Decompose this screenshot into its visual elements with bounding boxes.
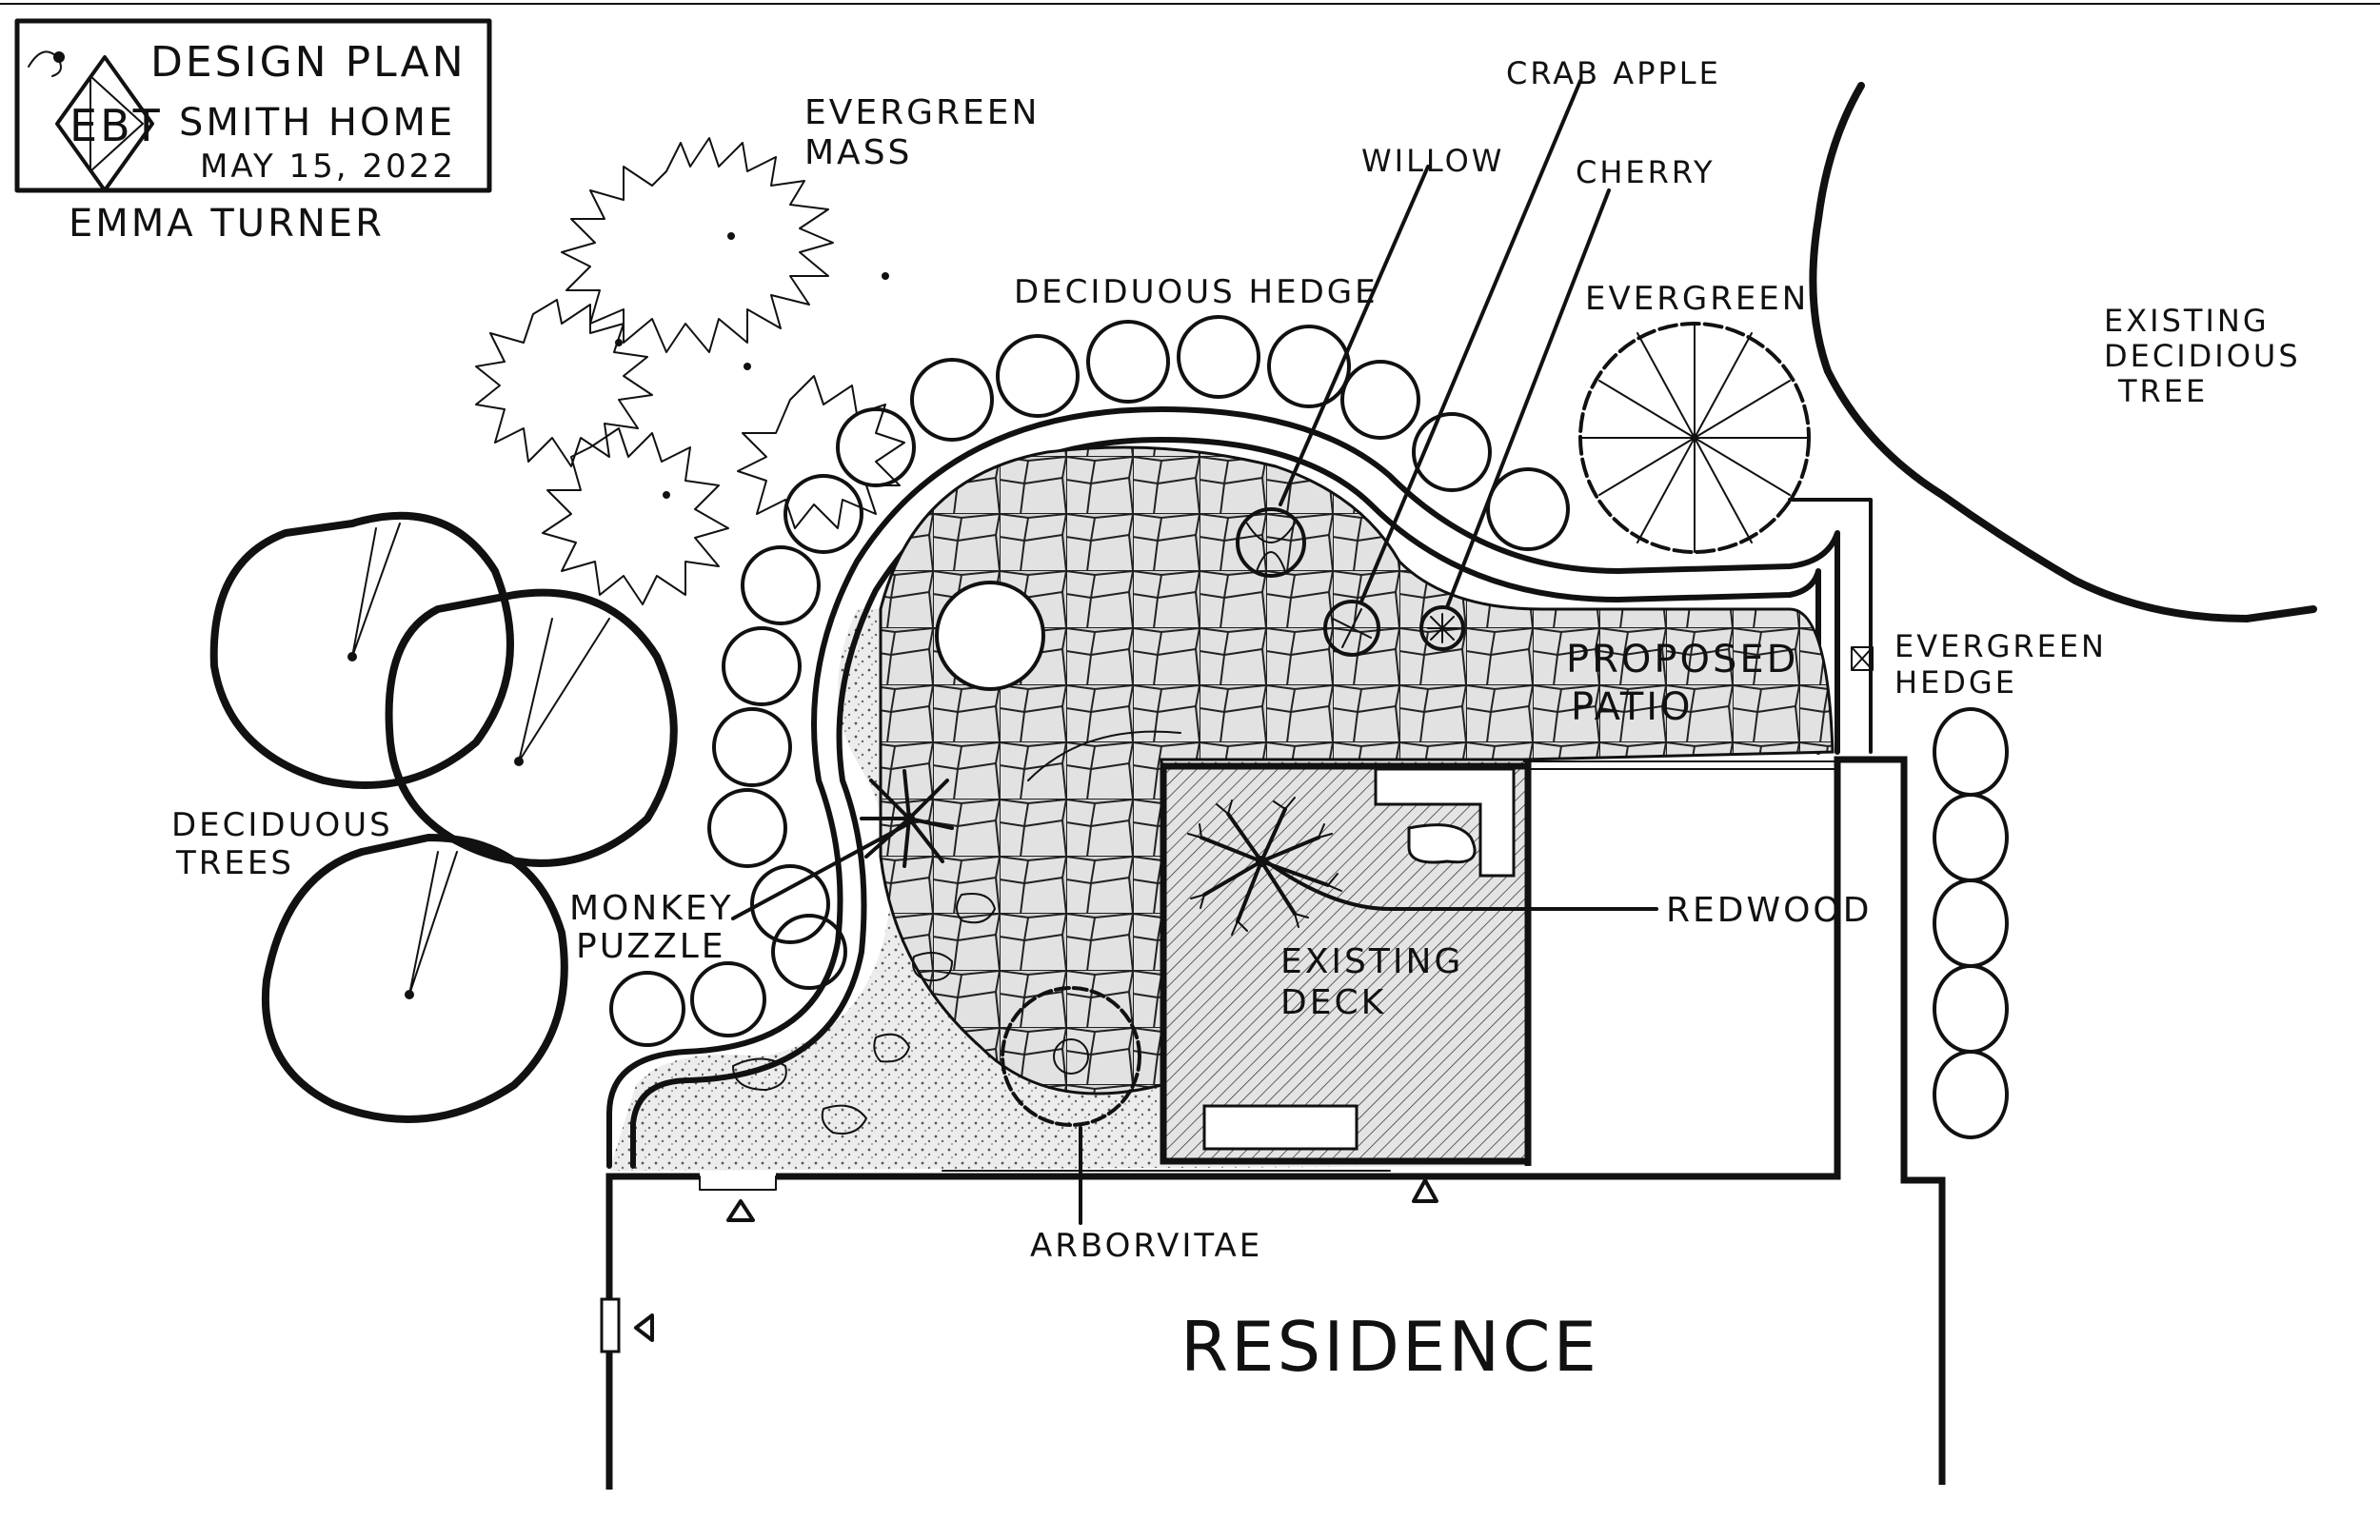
arborvitae-tree — [1001, 986, 1141, 1127]
redwood-label: REDWOOD — [1666, 891, 1872, 930]
existing-deck-label-line2: DECK — [1280, 983, 1386, 1022]
deck-planter — [1407, 823, 1477, 864]
residence-label: RESIDENCE — [1180, 1307, 1599, 1387]
evergreen-label: EVERGREEN — [1585, 280, 1809, 318]
proposed-patio-label-line2: PATIO — [1571, 685, 1694, 729]
plan-date: MAY 15, 2022 — [200, 148, 456, 186]
monkey-puzzle-label-line2: PUZZLE — [576, 927, 726, 966]
existing-deck: EXISTING DECK — [1160, 762, 1532, 1165]
cherry-leader — [1445, 188, 1611, 609]
project-name: SMITH HOME — [179, 101, 455, 145]
deck-bench — [1374, 767, 1516, 878]
deck-table — [1202, 1104, 1359, 1151]
entry-marker-3 — [634, 1313, 654, 1342]
title-block-border — [14, 18, 492, 193]
patio-fire-pit — [935, 581, 1045, 691]
gate-marker — [1851, 646, 1874, 671]
monkey-puzzle-tree — [860, 769, 954, 868]
title-block: EBT DESIGN PLAN SMITH HOME MAY 15, 2022 — [14, 18, 492, 193]
path-edge-outer — [606, 406, 1840, 1169]
evergreen-mass-shrub-right — [737, 375, 905, 529]
monkey-puzzle-leader — [731, 821, 911, 920]
willow-label: WILLOW — [1361, 143, 1504, 179]
monkey-puzzle-label-line1: MONKEY — [569, 889, 734, 928]
deciduous-tree-3 — [261, 834, 568, 1123]
cherry-label: CHERRY — [1576, 154, 1716, 190]
evergreen-mass-shrub-lower — [542, 427, 729, 605]
willow-tree — [1236, 507, 1306, 578]
redwood-leader — [1264, 859, 1658, 911]
window-left — [699, 1175, 777, 1191]
proposed-patio — [879, 445, 1835, 1096]
stepping-stones — [732, 893, 996, 1135]
evergreen-mass-shrub-left — [475, 299, 653, 467]
deciduous-hedge-label: DECIDUOUS HEDGE — [1014, 273, 1378, 311]
plan-title: DESIGN PLAN — [150, 38, 466, 87]
window-upper — [1522, 760, 1838, 770]
designer-name: EMMA TURNER — [69, 202, 385, 246]
crab-apple-tree — [1323, 600, 1380, 657]
existing-tree-label-line3: TREE — [2117, 373, 2208, 409]
evergreen-mass-label-line1: EVERGREEN — [804, 93, 1040, 132]
evergreen-hedge — [1933, 707, 2009, 1139]
evergreen-hedge-label-line1: EVERGREEN — [1894, 628, 2107, 664]
deciduous-tree-1 — [209, 511, 514, 789]
evergreen-mass-label-line2: MASS — [804, 133, 912, 172]
evergreen-tree — [1578, 322, 1811, 554]
designer-logo: EBT — [28, 50, 163, 192]
redwood-tree-symbol — [1187, 797, 1342, 936]
existing-tree-label-line2: DECIDIOUS — [2104, 338, 2301, 374]
proposed-patio-label-line1: PROPOSED — [1566, 638, 1798, 681]
evergreen-mass-shrub-top — [561, 137, 834, 353]
deciduous-trees-label-line2: TREES — [175, 844, 294, 882]
entry-marker-1 — [726, 1199, 755, 1222]
arborvitae-label: ARBORVITAE — [1030, 1227, 1262, 1265]
logo-monogram: EBT — [69, 100, 163, 151]
existing-tree-canopy-edge — [1809, 82, 2317, 622]
willow-leader — [1279, 165, 1430, 506]
cherry-tree — [1419, 605, 1465, 651]
existing-deck-label-line1: EXISTING — [1280, 942, 1463, 981]
evergreen-hedge-label-line2: HEDGE — [1894, 664, 2017, 701]
entry-marker-2 — [1412, 1178, 1438, 1203]
deciduous-tree-2 — [385, 588, 678, 867]
crab-apple-label: CRAB APPLE — [1506, 55, 1721, 91]
existing-tree-label-line1: EXISTING — [2104, 303, 2270, 339]
deciduous-trees-label-line1: DECIDUOUS — [171, 806, 393, 844]
crab-apple-leader — [1359, 79, 1582, 603]
deciduous-hedge — [609, 315, 1570, 1047]
side-door — [600, 1297, 621, 1353]
deciduous-trees — [209, 511, 678, 1123]
evergreen-mass — [475, 137, 905, 605]
patio-seating-curve — [1027, 730, 1181, 781]
